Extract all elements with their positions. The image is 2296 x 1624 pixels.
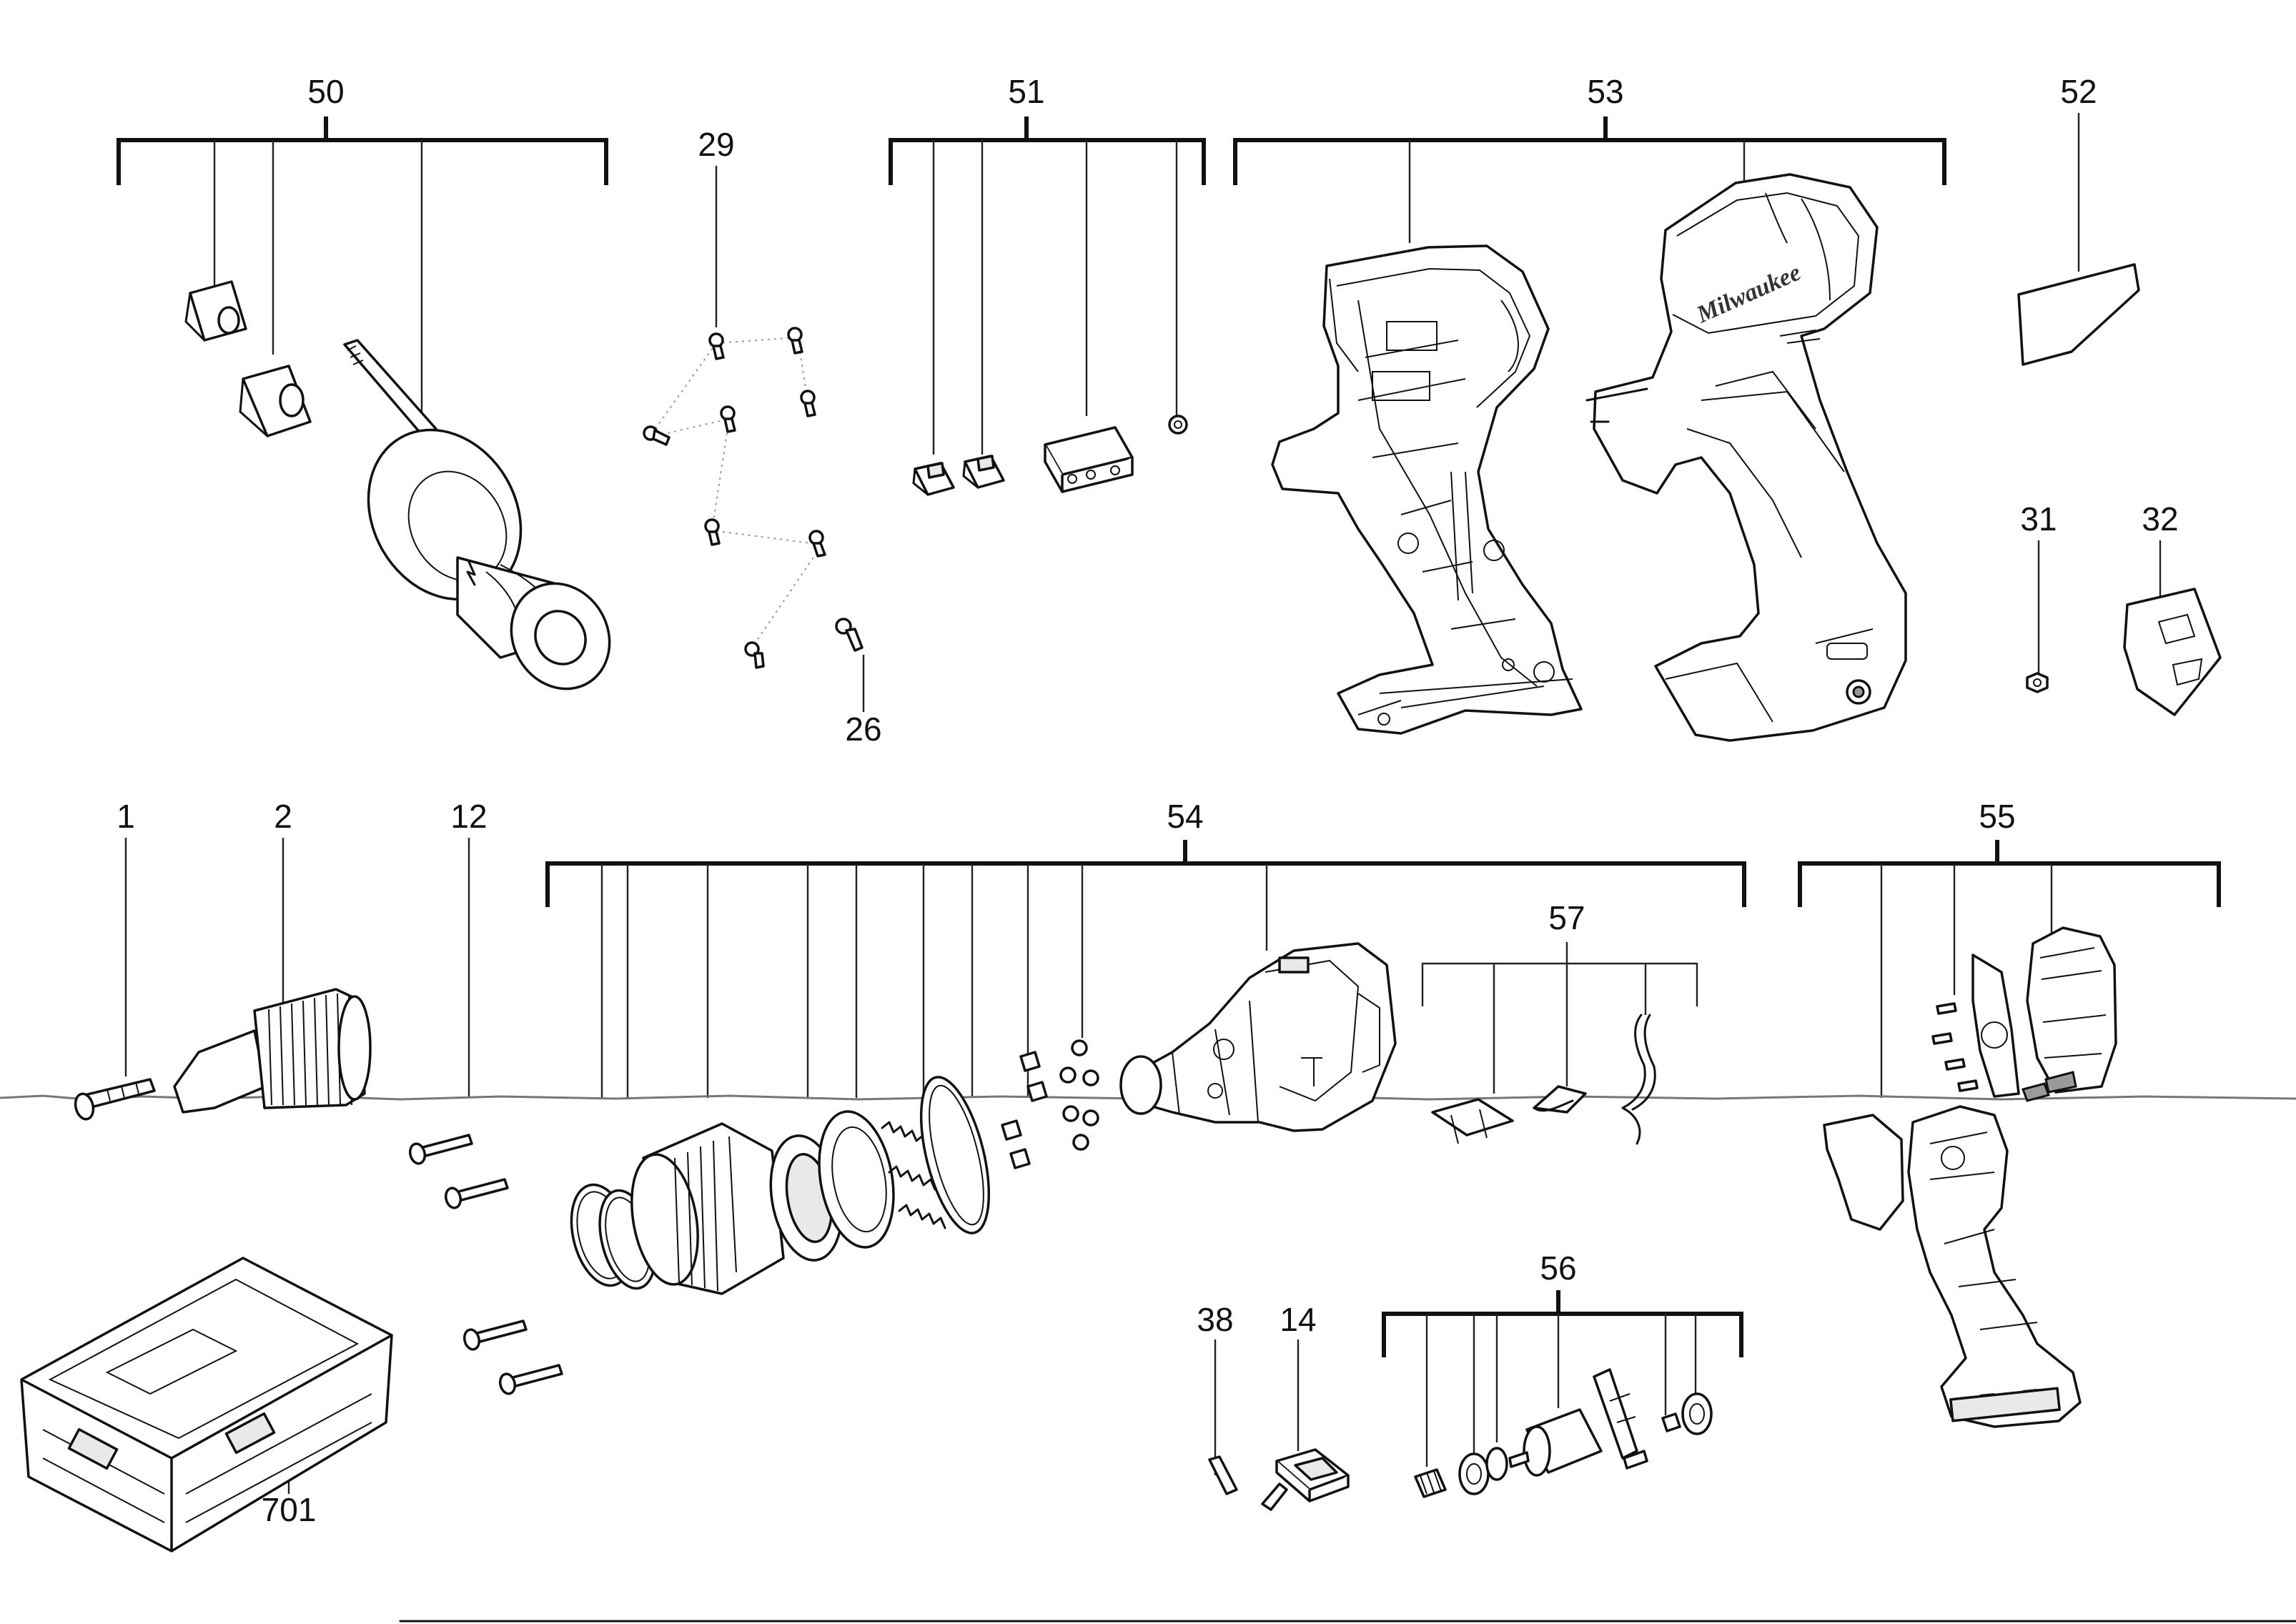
small-screw xyxy=(1168,415,1188,435)
chuck-screw-1 xyxy=(74,1078,156,1121)
screw xyxy=(744,641,765,669)
spacer xyxy=(1661,1412,1681,1432)
bracket-50 xyxy=(117,117,608,420)
screw xyxy=(808,530,826,558)
bearing xyxy=(1458,1452,1490,1495)
callout-14: 14 xyxy=(1280,1301,1316,1338)
terminal-block xyxy=(1044,426,1134,493)
nut-31 xyxy=(2026,672,2049,693)
side-handle-assembly xyxy=(184,280,611,690)
callout-57: 57 xyxy=(1548,899,1585,936)
callout-54: 54 xyxy=(1167,798,1203,835)
callout-55: 55 xyxy=(1979,798,2015,835)
screw xyxy=(498,1364,563,1395)
callout-50: 50 xyxy=(307,73,344,110)
callout-29: 29 xyxy=(698,126,734,163)
switch-contacts-57 xyxy=(1431,1014,1656,1145)
callout-1: 1 xyxy=(117,798,135,835)
bracket-57 xyxy=(1421,942,1698,1094)
screw xyxy=(444,1178,509,1209)
screw xyxy=(643,425,671,446)
gear-housing xyxy=(1119,942,1397,1132)
bracket-51 xyxy=(889,117,1206,455)
callout-51: 51 xyxy=(1008,73,1044,110)
screw-26 xyxy=(835,618,864,652)
gearbox-assembly-54 xyxy=(570,942,1397,1295)
clamp-nut-lower xyxy=(239,365,312,437)
screw-set-29 xyxy=(643,327,864,669)
callout-701: 701 xyxy=(262,1491,317,1528)
electronics-assembly-55 xyxy=(1823,926,2117,1428)
callout-12: 12 xyxy=(450,798,487,835)
screws-12 xyxy=(408,1134,563,1395)
group-brackets xyxy=(117,113,2221,1494)
contact-clip xyxy=(912,462,955,496)
callout-2: 2 xyxy=(274,798,292,835)
contact-clip xyxy=(962,455,1005,489)
rotor xyxy=(1508,1368,1648,1477)
screw xyxy=(800,390,816,417)
handle-pcb-module xyxy=(1823,1082,2082,1428)
side-handle xyxy=(343,339,611,690)
ring-gear xyxy=(818,1110,895,1249)
keyless-chuck-2 xyxy=(173,988,372,1114)
callout-56: 56 xyxy=(1540,1249,1576,1287)
motor-stator xyxy=(2026,926,2117,1094)
steel-balls xyxy=(1059,1039,1099,1151)
thrust-washer xyxy=(919,1076,991,1234)
callout-52: 52 xyxy=(2060,73,2097,110)
callout-53: 53 xyxy=(1587,73,1623,110)
callout-31: 31 xyxy=(2020,500,2057,538)
screw xyxy=(720,405,736,433)
callout-labels: 50 29 51 53 52 31 32 26 1 2 12 54 57 55 … xyxy=(117,73,2178,1528)
bracket-54 xyxy=(545,840,1746,1098)
pinion xyxy=(1414,1468,1447,1498)
rotor-assembly-56 xyxy=(1414,1368,1713,1498)
screw xyxy=(462,1320,528,1351)
planet-pins xyxy=(1001,1051,1048,1169)
screw xyxy=(704,518,721,546)
washer xyxy=(1485,1447,1508,1481)
bracket-56 xyxy=(1382,1290,1743,1467)
bracket-55 xyxy=(1798,840,2221,1098)
pin-38 xyxy=(1208,1455,1238,1495)
screw xyxy=(787,327,803,355)
label-plate-52 xyxy=(2017,263,2140,366)
bracket-14 xyxy=(1261,1448,1350,1511)
callout-26: 26 xyxy=(845,710,881,748)
callout-32: 32 xyxy=(2142,500,2178,538)
clutch-collar xyxy=(630,1122,785,1295)
callout-38: 38 xyxy=(1197,1301,1233,1338)
brake-disc xyxy=(1971,954,2020,1098)
clamp-nut-top xyxy=(184,280,247,342)
lens-cover-32 xyxy=(2123,588,2222,716)
carry-case xyxy=(20,1257,393,1553)
housing-right-half: Milwaukee xyxy=(1585,173,1907,742)
screw xyxy=(408,1134,473,1165)
housing-left-half xyxy=(1271,244,1583,735)
screw xyxy=(708,332,725,360)
section-tear-line xyxy=(0,1094,2296,1101)
rear-bearing xyxy=(1681,1392,1713,1435)
switch-parts-set xyxy=(912,415,1188,496)
mounting-screws xyxy=(1931,1002,1979,1092)
